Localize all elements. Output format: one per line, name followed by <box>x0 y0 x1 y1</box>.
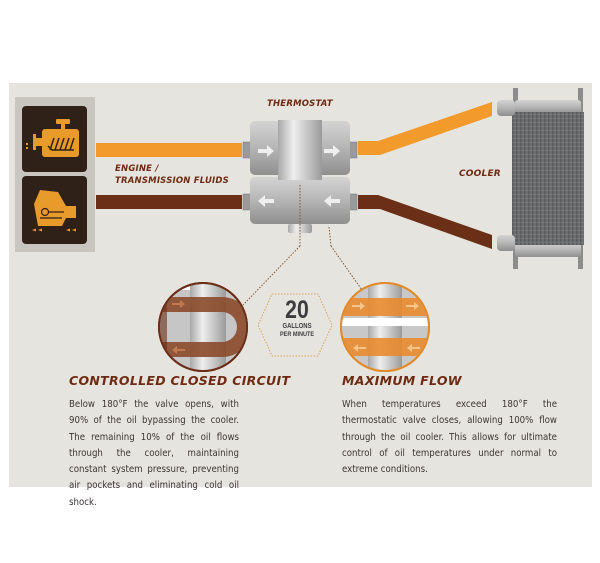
return-fluid-line <box>96 195 492 249</box>
fluids-label-line1: ENGINE / <box>115 164 159 174</box>
thermostat-valve <box>242 120 358 233</box>
flow-arrows <box>258 145 340 207</box>
oil-cooler <box>497 88 584 269</box>
flow-rate-unit-per: PER MINUTE <box>279 331 315 338</box>
flow-rate-badge-outline <box>257 293 333 357</box>
flow-rate-unit: GALLONS <box>282 323 312 330</box>
transmission-icon <box>32 190 76 232</box>
flow-rate-badge: 20 GALLONS PER MINUTE <box>262 298 332 339</box>
maximum-flow-detail <box>340 282 430 372</box>
closed-circuit-description: Below 180°F the valve opens, with 90% of… <box>69 399 239 508</box>
maximum-flow-heading: MAXIMUM FLOW <box>342 373 462 388</box>
cooler-label: COOLER <box>459 169 501 179</box>
closed-circuit-heading: CONTROLLED CLOSED CIRCUIT <box>69 373 291 388</box>
closed-circuit-detail <box>158 282 248 372</box>
hot-fluid-line <box>96 102 492 157</box>
maximum-flow-description: When temperatures exceed 180°F the therm… <box>342 399 557 476</box>
fluids-label: ENGINE / TRANSMISSION FLUIDS <box>115 163 229 187</box>
flow-rate-value: 20 <box>285 296 309 324</box>
callout-lines <box>242 185 363 306</box>
fluid-source-icons <box>15 97 95 252</box>
fluids-label-line2: TRANSMISSION FLUIDS <box>115 176 229 186</box>
thermostat-label: THERMOSTAT <box>267 99 333 109</box>
engine-icon <box>26 119 79 157</box>
